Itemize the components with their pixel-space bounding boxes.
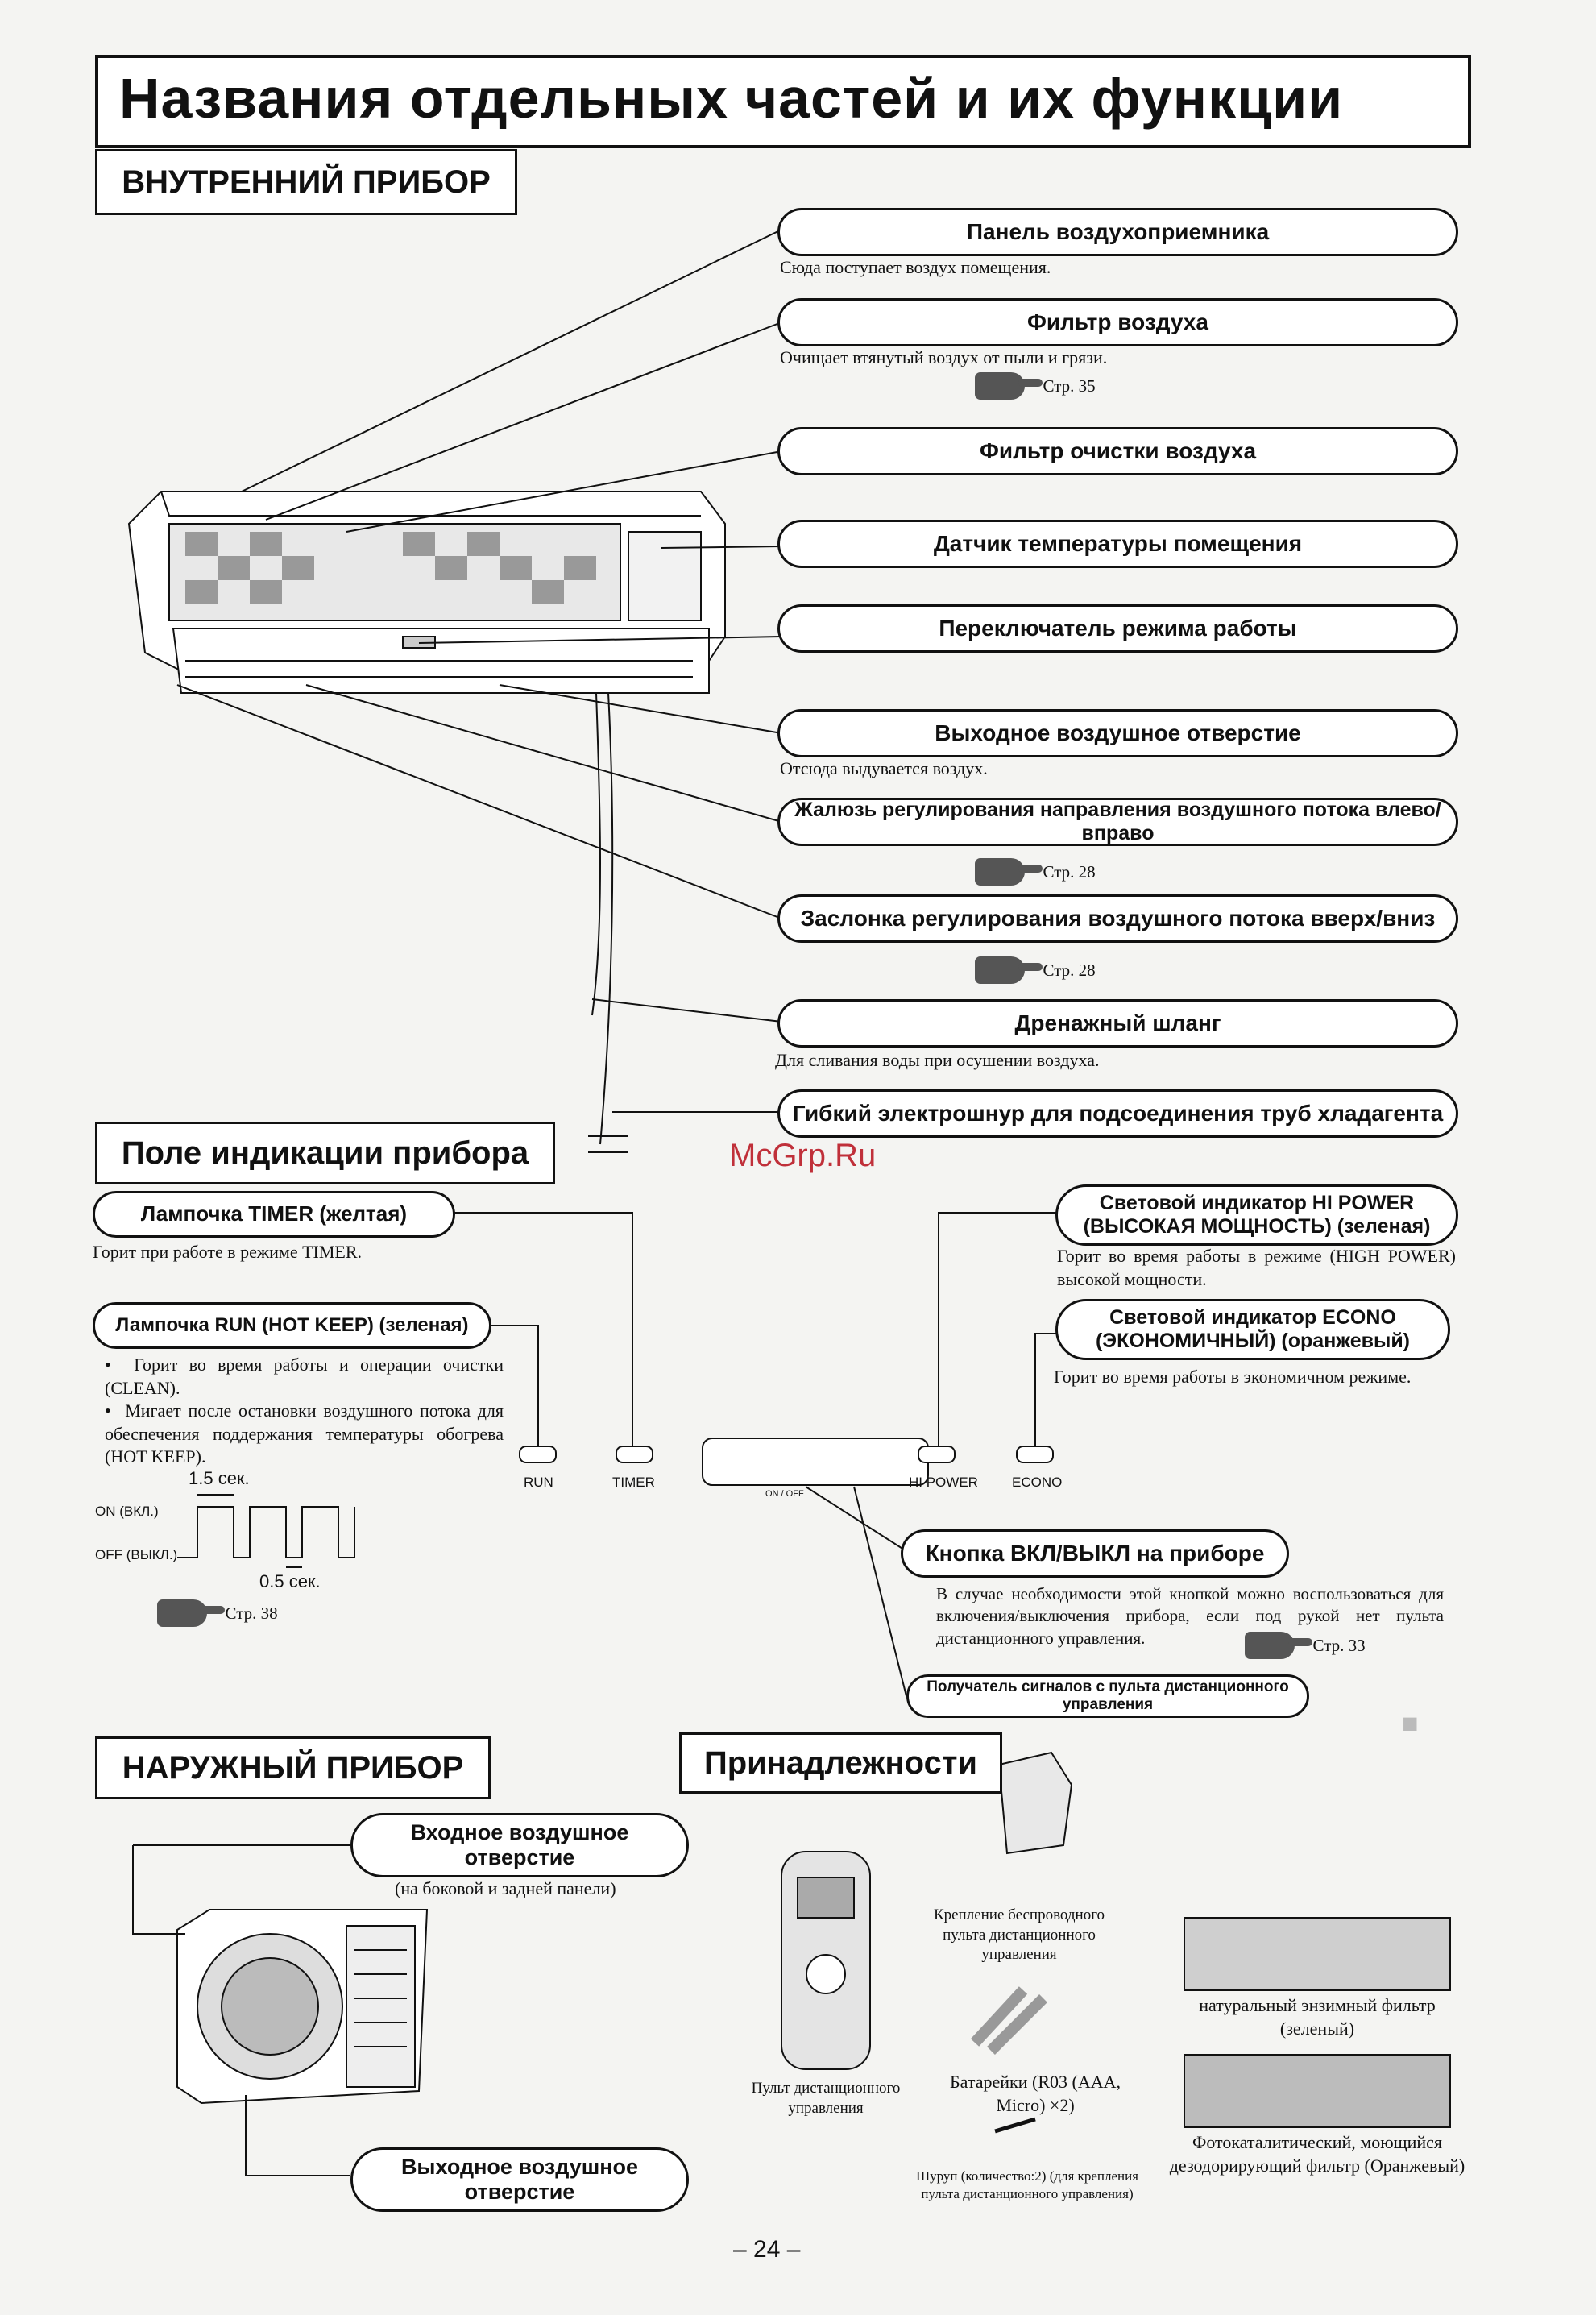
indoor-heading-text: ВНУТРЕННИЙ ПРИБОР <box>122 164 491 200</box>
batteries-label: Батарейки (R03 (AAA, Micro) ×2) <box>950 2072 1121 2115</box>
run-lamp-bullet-2: • Мигает после остановки воздушного пото… <box>105 1400 504 1467</box>
run-lamp: Лампочка RUN (HOT KEEP) (зеленая) <box>93 1302 491 1349</box>
timing-t1-label: 1.5 сек. <box>189 1468 250 1488</box>
econo-lamp: Световой индикатор ECONO (ЭКОНОМИЧНЫЙ) (… <box>1055 1299 1450 1360</box>
timer-lamp: Лампочка TIMER (желтая) <box>93 1191 455 1238</box>
screw-label: Шуруп (количество:2) (для крепления пуль… <box>915 2168 1139 2202</box>
part-air-filter-desc: Очищает втянутый воздух от пыли и грязи. <box>780 347 1108 367</box>
part-horizontal-vane: Жалюзь регулирования направления воздушн… <box>777 798 1458 846</box>
outdoor-heading-text: НАРУЖНЫЙ ПРИБОР <box>122 1749 464 1786</box>
accessories-heading-text: Принадлежности <box>703 1745 978 1781</box>
page-title: Названия отдельных частей и их функции <box>119 67 1344 130</box>
page-number: – 24 – <box>733 2236 801 2263</box>
accessories-heading: Принадлежности <box>679 1732 1002 1794</box>
hipower-button-label: HI POWER <box>909 1475 978 1490</box>
run-button-label: RUN <box>524 1475 553 1490</box>
part-room-temp-sensor: Датчик температуры помещения <box>777 520 1458 568</box>
pointing-hand-icon <box>975 858 1043 886</box>
onoff-button-desc: В случае необходимости этой кнопкой можн… <box>936 1584 1444 1648</box>
outdoor-inlet-desc: (на боковой и задней панели) <box>395 1878 616 1898</box>
part-drain-hose: Дренажный шланг <box>777 999 1458 1048</box>
run-lamp-desc: • Горит во время работы и операции очист… <box>105 1354 504 1469</box>
enzyme-filter-label: натуральный энзимный фильтр (зеленый) <box>1199 1995 1436 2039</box>
remote-holder-label: Крепление беспроводного пульта дистанцио… <box>933 1906 1105 1964</box>
timing-off-label: OFF (ВЫКЛ.) <box>95 1547 178 1562</box>
timer-lamp-desc: Горит при работе в режиме TIMER. <box>93 1242 363 1262</box>
part-air-intake-desc: Сюда поступает воздух помещения. <box>780 257 1051 277</box>
outdoor-outlet: Выходное воздушное отверстие <box>350 2147 689 2212</box>
pointing-hand-icon <box>157 1599 225 1627</box>
ref-page-28b: Стр. 28 <box>975 956 1096 984</box>
part-drain-hose-desc: Для сливания воды при осушении воздуха. <box>775 1050 1100 1070</box>
timing-on-label: ON (ВКЛ.) <box>95 1504 159 1519</box>
watermark: McGrp.Ru <box>729 1138 877 1173</box>
outdoor-heading: НАРУЖНЫЙ ПРИБОР <box>95 1736 491 1799</box>
onoff-button-callout: Кнопка ВКЛ/ВЫКЛ на приборе <box>901 1529 1289 1578</box>
part-air-outlet: Выходное воздушное отверстие <box>777 709 1458 757</box>
part-refrigerant-cord: Гибкий электрошнур для подсоединения тру… <box>777 1089 1458 1138</box>
ref-page-38: Стр. 38 <box>157 1599 278 1627</box>
receiver-callout: Получатель сигналов с пульта дистанционн… <box>906 1674 1309 1718</box>
photocatalytic-filter-label: Фотокаталитический, моющийся дезодорирую… <box>1169 2132 1465 2176</box>
pointing-hand-icon <box>1245 1632 1312 1659</box>
econo-lamp-desc: Горит во время работы в экономичном режи… <box>1054 1367 1412 1387</box>
ref-page-28a: Стр. 28 <box>975 858 1096 886</box>
hipower-lamp: Световой индикатор HI POWER (ВЫСОКАЯ МОЩ… <box>1055 1184 1458 1246</box>
onoff-button-label: ON / OFF <box>765 1489 804 1499</box>
part-air-intake-panel: Панель воздухоприемника <box>777 208 1458 256</box>
part-air-filter: Фильтр воздуха <box>777 298 1458 346</box>
title-box: Названия отдельных частей и их функции <box>95 55 1471 148</box>
part-mode-switch: Переключатель режима работы <box>777 604 1458 653</box>
part-purifying-filter: Фильтр очистки воздуха <box>777 427 1458 475</box>
pointing-hand-icon <box>975 956 1043 984</box>
remote-label: Пульт дистанционного управления <box>751 2080 901 2117</box>
part-air-outlet-desc: Отсюда выдувается воздух. <box>780 758 988 778</box>
ref-page-35: Стр. 35 <box>975 372 1096 400</box>
part-vertical-vane: Заслонка регулирования воздушного потока… <box>777 894 1458 943</box>
timer-button-label: TIMER <box>612 1475 655 1490</box>
timing-t2-label: 0.5 сек. <box>259 1571 321 1591</box>
display-heading-text: Поле индикации прибора <box>121 1135 529 1171</box>
display-heading: Поле индикации прибора <box>95 1122 555 1184</box>
run-lamp-bullet-1: • Горит во время работы и операции очист… <box>105 1355 504 1398</box>
hipower-lamp-desc: Горит во время работы в режиме (HIGH POW… <box>1057 1246 1456 1289</box>
indoor-heading: ВНУТРЕННИЙ ПРИБОР <box>95 149 517 215</box>
outdoor-inlet: Входное воздушное отверстие <box>350 1813 689 1877</box>
ref-page-33: Стр. 33 <box>1245 1632 1366 1659</box>
econo-button-label: ECONO <box>1012 1475 1063 1490</box>
pointing-hand-icon <box>975 372 1043 400</box>
